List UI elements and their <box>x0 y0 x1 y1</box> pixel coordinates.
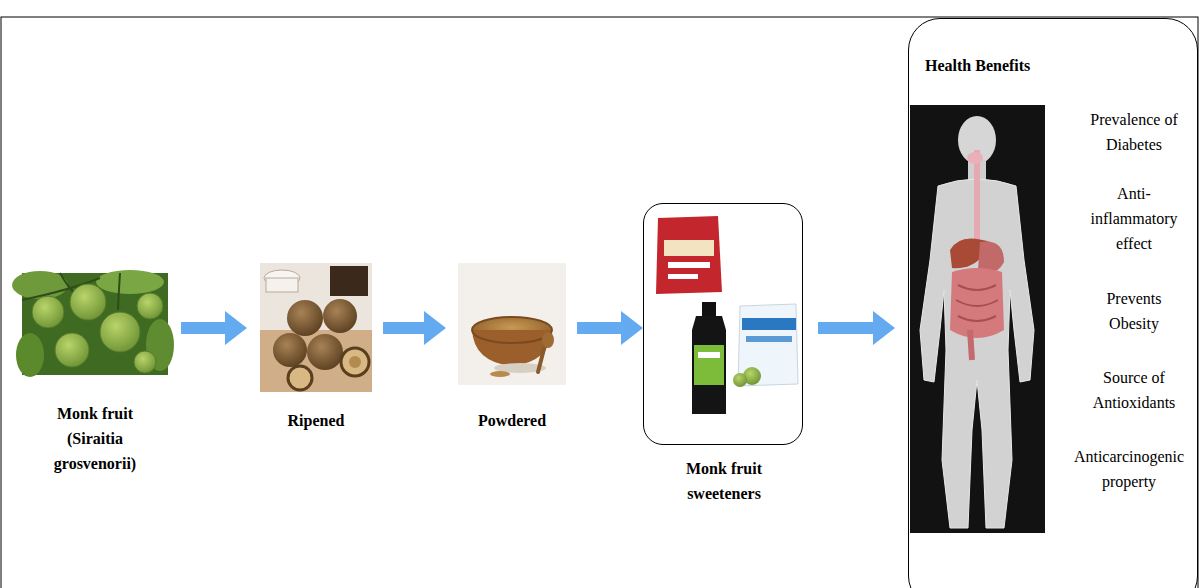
monk-fruit-photo <box>12 270 174 377</box>
outer-frame <box>1 17 1198 588</box>
step-caption: Powdered <box>457 408 567 433</box>
ripened-fruit-photo <box>260 263 372 392</box>
sweetener-products <box>656 216 798 414</box>
benefits-panel: Health BenefitsPrevalence of DiabetesAnt… <box>908 18 1198 588</box>
step-node: Powdered <box>458 263 566 437</box>
step-caption: Ripened <box>261 408 371 433</box>
flow-arrow <box>181 311 247 345</box>
step-node: Monk fruit (Siraitia grosvenorii) <box>22 273 168 480</box>
product-box: Monk fruit sweeteners <box>643 203 803 445</box>
flow-arrow <box>577 311 643 345</box>
flow-arrow <box>383 311 446 345</box>
powder-photo <box>458 263 566 385</box>
flow-arrow <box>818 311 895 345</box>
benefit-item: Prevalence of Diabetes <box>1090 107 1178 157</box>
benefit-item: Anticarcinogenic property <box>1064 444 1194 494</box>
benefit-item: Prevents Obesity <box>1089 286 1179 336</box>
benefit-item: Anti- inflammatory effect <box>1089 181 1179 256</box>
human-body-illustration <box>910 105 1045 533</box>
box-caption: Monk fruit sweeteners <box>654 456 794 506</box>
step-node: Ripened <box>260 263 372 437</box>
benefit-item: Source of Antioxidants <box>1079 365 1189 415</box>
step-caption: Monk fruit (Siraitia grosvenorii) <box>40 401 150 476</box>
panel-heading: Health Benefits <box>925 53 1065 78</box>
